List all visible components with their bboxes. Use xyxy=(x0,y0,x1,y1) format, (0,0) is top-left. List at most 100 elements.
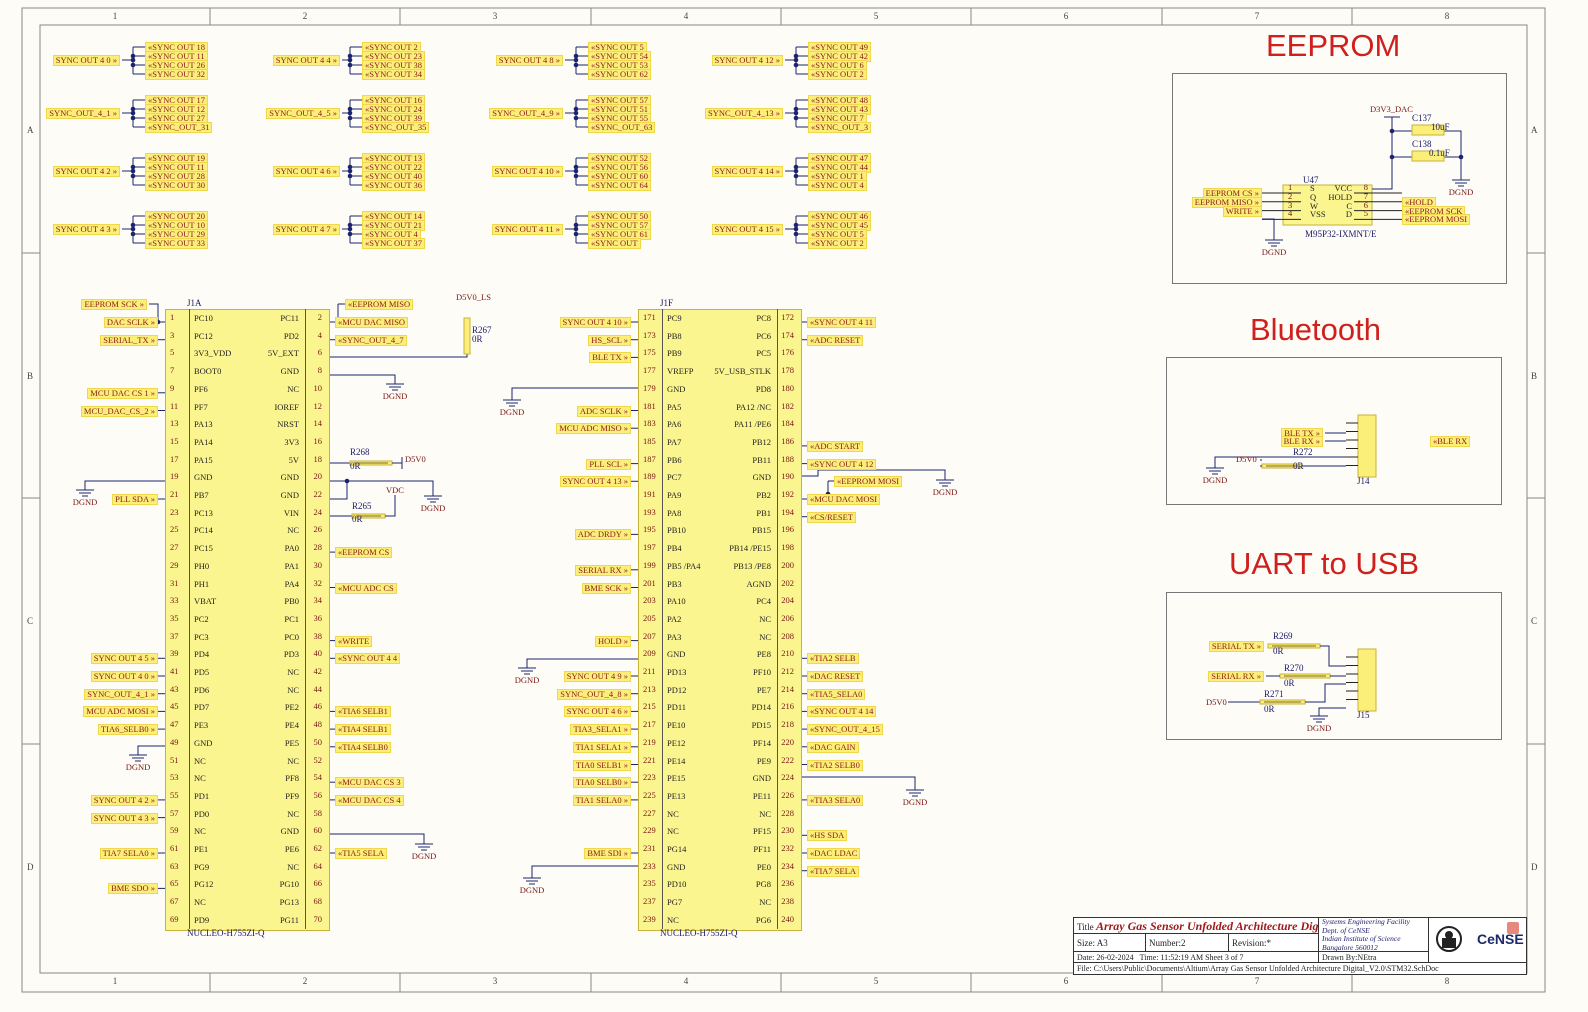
eeprom-net-label[interactable]: WRITE xyxy=(1222,205,1262,217)
pin-net-label[interactable]: SYNC OUT 4 12 xyxy=(807,458,877,470)
pin-net-label[interactable]: TIA5 SELA xyxy=(335,848,388,859)
sync-source-label[interactable]: SYNC_OUT_4_5 xyxy=(266,108,340,119)
pin-net-label[interactable]: CS/RESET xyxy=(807,511,856,523)
pin-net-label[interactable]: SYNC OUT 4 13 xyxy=(559,476,631,488)
eeprom-miso-label[interactable]: EEPROM MISO xyxy=(345,299,414,310)
sync-source-label[interactable]: SYNC OUT 4 4 xyxy=(272,55,340,66)
sync-source-label[interactable]: SYNC OUT 4 15 xyxy=(711,224,783,235)
pin-net-label[interactable]: TIA6 SELB1 xyxy=(335,706,391,718)
sync-target-label[interactable]: SYNC_OUT_31 xyxy=(145,122,213,133)
pin-net-label[interactable]: SYNC OUT 4 3 xyxy=(90,812,158,824)
pin-net-label[interactable]: TIA2 SELB xyxy=(807,653,859,665)
sync-target-label[interactable]: SYNC OUT 62 xyxy=(588,69,651,80)
sync-source-label[interactable]: SYNC OUT 4 10 xyxy=(491,166,563,177)
ble-rx-port-label[interactable]: BLE RX xyxy=(1430,436,1471,447)
sync-target-label[interactable]: SYNC OUT 33 xyxy=(145,238,208,249)
sync-target-label[interactable]: SYNC OUT 2 xyxy=(808,69,867,80)
pin-net-label[interactable]: SYNC OUT 4 10 xyxy=(559,317,631,328)
serial-rx-label[interactable]: SERIAL RX xyxy=(1208,671,1264,682)
pin-net-label[interactable]: MCU DAC CS 3 xyxy=(335,777,404,789)
sync-source-label[interactable]: SYNC OUT 4 11 xyxy=(491,224,563,235)
pin-net-label[interactable]: ADC START xyxy=(807,440,864,452)
pin-net-label[interactable]: SYNC OUT 4 14 xyxy=(807,706,877,718)
pin-net-label[interactable]: SERIAL RX xyxy=(575,564,631,576)
sync-source-label[interactable]: SYNC OUT 4 2 xyxy=(52,166,120,177)
pin-net-label[interactable]: SYNC_OUT_4_15 xyxy=(807,724,883,736)
pin-net-label[interactable]: MCU ADC MISO xyxy=(556,423,631,435)
pin-net-label[interactable]: MCU DAC MISO xyxy=(335,317,409,328)
pin-net-label[interactable]: TIA1 SELA0 xyxy=(572,794,631,806)
sync-target-label[interactable]: SYNC OUT 37 xyxy=(362,238,425,249)
sync-source-label[interactable]: SYNC OUT 4 14 xyxy=(711,166,783,177)
pin-net-label[interactable]: DAC GAIN xyxy=(807,741,859,753)
sync-target-label[interactable]: SYNC_OUT_35 xyxy=(362,122,430,133)
pin-net-label[interactable]: SYNC_OUT_4_1 xyxy=(84,688,158,700)
sync-target-label[interactable]: SYNC OUT xyxy=(588,238,641,249)
sync-target-label[interactable]: SYNC OUT 34 xyxy=(362,69,425,80)
eeprom-sck-label[interactable]: EEPROM SCK xyxy=(81,299,147,310)
pin-net-label[interactable]: SYNC_OUT_4_8 xyxy=(557,688,631,700)
pin-net-label[interactable]: SYNC OUT 4 2 xyxy=(90,794,158,806)
pin-net-label[interactable]: HS SDA xyxy=(807,830,848,842)
sync-source-label[interactable]: SYNC OUT 4 3 xyxy=(52,224,120,235)
sync-target-label[interactable]: SYNC_OUT_3 xyxy=(808,122,872,133)
pin-net-label[interactable]: MCU ADC CS xyxy=(335,582,397,594)
pin-net-label[interactable]: SYNC OUT 4 11 xyxy=(807,317,877,328)
pin-net-label[interactable]: MCU DAC MOSI xyxy=(807,494,881,505)
pin-net-label[interactable]: TIA4 SELB1 xyxy=(335,724,391,736)
pin-net-label[interactable]: SYNC_OUT_4_7 xyxy=(335,334,407,346)
sync-source-label[interactable]: SYNC OUT 4 6 xyxy=(272,166,340,177)
pin-net-label[interactable]: PLL SDA xyxy=(112,494,158,505)
sync-target-label[interactable]: SYNC OUT 4 xyxy=(808,180,867,191)
pin-net-label[interactable]: TIA0 SELB1 xyxy=(573,759,631,771)
pin-net-label[interactable]: SYNC OUT 4 4 xyxy=(335,653,401,665)
sync-target-label[interactable]: SYNC OUT 2 xyxy=(808,238,867,249)
eeprom-net-label[interactable]: EEPROM MOSI xyxy=(1402,214,1471,226)
pin-net-label[interactable]: BLE TX xyxy=(589,352,631,364)
pin-net-label[interactable]: DAC RESET xyxy=(807,671,864,682)
sync-source-label[interactable]: SYNC_OUT_4_9 xyxy=(489,108,563,119)
sync-source-label[interactable]: SYNC_OUT_4_13 xyxy=(704,108,783,119)
pin-net-label[interactable]: TIA3_SELA1 xyxy=(570,724,631,736)
pin-net-label[interactable]: PLL SCL xyxy=(586,458,631,470)
pin-net-label[interactable]: SYNC OUT 4 0 xyxy=(90,671,158,682)
pin-net-label[interactable]: TIA4 SELB0 xyxy=(335,741,391,753)
pin-net-label[interactable]: ADC DRDY xyxy=(574,529,631,541)
serial-tx-label[interactable]: SERIAL TX xyxy=(1208,641,1264,652)
sync-target-label[interactable]: SYNC OUT 32 xyxy=(145,69,208,80)
pin-net-label[interactable]: TIA0 SELB0 xyxy=(573,777,631,789)
pin-net-label[interactable]: EEPROM CS xyxy=(335,547,393,559)
pin-net-label[interactable]: WRITE xyxy=(335,635,373,647)
pin-net-label[interactable]: BME SDI xyxy=(584,848,631,859)
pin-net-label[interactable]: TIA2 SELB0 xyxy=(807,759,863,771)
pin-net-label[interactable]: MCU_DAC_CS_2 xyxy=(80,405,158,417)
pin-net-label[interactable]: TIA7 SELA0 xyxy=(99,848,158,859)
pin-net-label[interactable]: HOLD xyxy=(595,635,631,647)
pin-net-label[interactable]: TIA1 SELA1 xyxy=(572,741,631,753)
sync-source-label[interactable]: SYNC OUT 4 12 xyxy=(711,55,783,66)
pin-net-label[interactable]: SYNC OUT 4 9 xyxy=(563,671,631,682)
sync-target-label[interactable]: SYNC OUT 30 xyxy=(145,180,208,191)
pin-net-label[interactable]: SERIAL_TX xyxy=(100,334,158,346)
sync-source-label[interactable]: SYNC OUT 4 8 xyxy=(495,55,563,66)
pin-net-label[interactable]: TIA7 SELA xyxy=(807,865,860,877)
sync-source-label[interactable]: SYNC OUT 4 0 xyxy=(52,55,120,66)
pin-net-label[interactable]: TIA6_SELB0 xyxy=(97,724,158,736)
pin-net-label[interactable]: TIA3 SELA0 xyxy=(807,794,864,806)
pin-net-label[interactable]: ADC SCLK xyxy=(576,405,631,417)
pin-net-label[interactable]: SYNC OUT 4 5 xyxy=(90,653,158,665)
sync-target-label[interactable]: SYNC OUT 64 xyxy=(588,180,651,191)
pin-net-label[interactable]: HS_SCL xyxy=(588,334,631,346)
sync-target-label[interactable]: SYNC_OUT_63 xyxy=(588,122,656,133)
pin-net-label[interactable]: BME SDO xyxy=(108,883,158,895)
pin-net-label[interactable]: MCU DAC CS 1 xyxy=(87,387,158,399)
pin-net-label[interactable]: SYNC OUT 4 6 xyxy=(563,706,631,718)
pin-net-label[interactable]: BME SCK xyxy=(581,582,631,594)
pin-net-label[interactable]: TIA5_SELA0 xyxy=(807,688,866,700)
sync-source-label[interactable]: SYNC_OUT_4_1 xyxy=(46,108,120,119)
pin-net-label[interactable]: MCU ADC MOSI xyxy=(83,706,158,718)
eeprom-mosi-label[interactable]: EEPROM MOSI xyxy=(834,476,903,487)
pin-net-label[interactable]: DAC SCLK xyxy=(103,317,158,328)
pin-net-label[interactable]: ADC RESET xyxy=(807,334,864,346)
sync-source-label[interactable]: SYNC OUT 4 7 xyxy=(272,224,340,235)
